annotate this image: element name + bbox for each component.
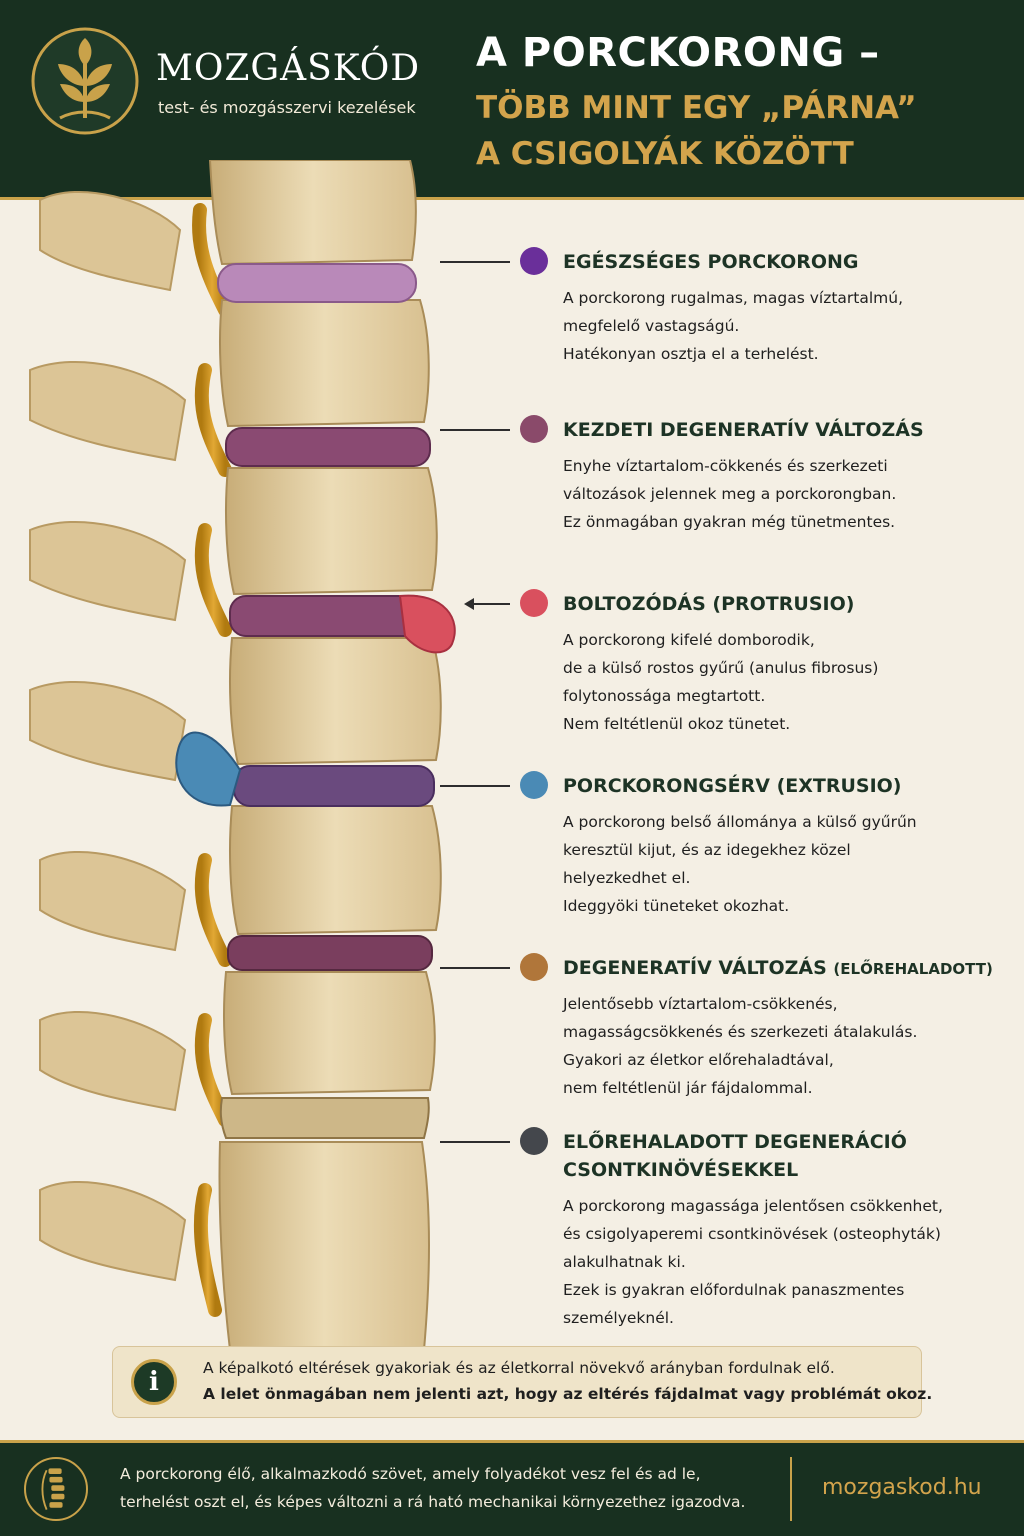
disc-healthy [217, 263, 417, 303]
disc-osteophytes [219, 1097, 430, 1139]
connector-line [440, 261, 510, 263]
section-title: BOLTOZÓDÁS (PROTRUSIO) [563, 593, 855, 615]
status-dot [520, 247, 548, 275]
spinous-processes [29, 191, 187, 1282]
section-title: EGÉSZSÉGES PORCKORONG [563, 251, 859, 273]
status-dot [520, 953, 548, 981]
section-body: Jelentősebb víztartalom-csökkenés, magas… [563, 995, 918, 1097]
footer: A porckorong élő, alkalmazkodó szövet, a… [0, 1440, 1024, 1536]
section-body: A porckorong magassága jelentősen csökke… [563, 1197, 943, 1327]
section-body: A porckorong kifelé domborodik, de a kül… [563, 631, 879, 733]
vertebral-bodies [208, 160, 442, 1350]
spine-illustration [29, 160, 456, 1350]
footer-divider [790, 1457, 792, 1521]
section-title: KEZDETI DEGENERATÍV VÁLTOZÁS [563, 419, 924, 441]
spine-icon [24, 1457, 88, 1521]
brand-tagline: test- és mozgásszervi kezelések [158, 98, 416, 117]
page-title: A PORCKORONG – [476, 30, 880, 76]
page-subtitle-line2: A CSIGOLYÁK KÖZÖTT [476, 136, 854, 172]
info-box: i A képalkotó eltérések gyakoriak és az … [112, 1346, 932, 1418]
intervertebral-discs [175, 263, 456, 1139]
connector-line [440, 785, 510, 787]
footer-text: terhelést oszt el, és képes változni a r… [120, 1493, 746, 1511]
status-dot [520, 589, 548, 617]
leaf-plant-icon [31, 27, 139, 135]
info-icon: i [131, 1359, 177, 1405]
brand-name: MOZGÁSKÓD [156, 48, 421, 89]
section-title: ELŐREHALADOTT DEGENERÁCIÓ CSONTKINÖVÉSEK… [563, 1131, 907, 1181]
connector-line [440, 429, 510, 431]
info-text: A képalkotó eltérések gyakoriak és az él… [203, 1359, 835, 1377]
website-link[interactable]: mozgaskod.hu [822, 1475, 982, 1500]
section-title: PORCKORONGSÉRV (EXTRUSIO) [563, 775, 902, 797]
disc-extrusion [175, 731, 435, 807]
connector-line [440, 1141, 510, 1143]
section-body: Enyhe víztartalom-cökkenés és szerkezeti… [563, 457, 897, 531]
disc-advanced-degeneration [227, 935, 433, 971]
connector-line [440, 967, 510, 969]
section-title: DEGENERATÍV VÁLTOZÁS (ELŐREHALADOTT) [563, 957, 993, 979]
disc-early-degeneration [225, 427, 431, 467]
arrow-line [470, 603, 510, 605]
page-subtitle-line1: TÖBB MINT EGY „PÁRNA” [476, 90, 917, 126]
footer-text: A porckorong élő, alkalmazkodó szövet, a… [120, 1465, 701, 1483]
section-body: A porckorong belső állománya a külső gyű… [563, 813, 917, 915]
header: MOZGÁSKÓD test- és mozgásszervi kezelése… [0, 0, 1024, 200]
status-dot [520, 771, 548, 799]
info-text-bold: A lelet önmagában nem jelenti azt, hogy … [203, 1385, 933, 1403]
status-dot [520, 1127, 548, 1155]
arrow-left-icon [464, 598, 474, 610]
section-body: A porckorong rugalmas, magas víztartalmú… [563, 289, 904, 363]
disc-protrusion [229, 594, 456, 654]
status-dot [520, 415, 548, 443]
